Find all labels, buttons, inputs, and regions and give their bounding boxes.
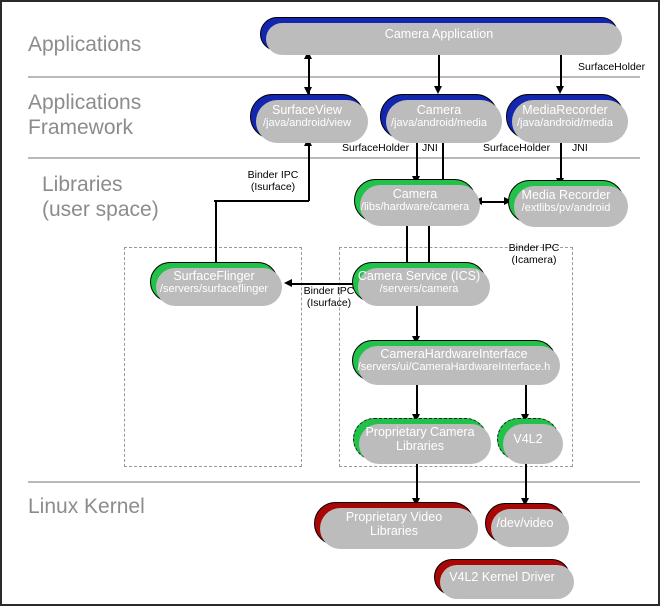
node-camera-service[interactable]: Camera Service (ICS) /servers/camera (352, 262, 490, 306)
edge-label-jni-mediarecorder: JNI (572, 142, 588, 154)
node-camera-application-title: Camera Application (384, 27, 494, 41)
node-camera-hal-lib[interactable]: Camera /libs/hardware/camera (354, 179, 480, 226)
node-media-recorder-lib-title: Media Recorder (521, 188, 611, 202)
node-proprietary-camera-libraries[interactable]: Proprietary Camera Libraries (353, 418, 491, 464)
edge-label-binder-ipc-icamera: Binder IPC (Icamera) (508, 242, 560, 266)
node-v4l2-kernel-driver[interactable]: V4L2 Kernel Driver (434, 559, 574, 599)
arrowhead-down-app-camera-java (434, 86, 442, 94)
node-mediarecorder-java-subtitle: /java/android/media (516, 117, 613, 129)
divider-applications-framework (28, 76, 640, 78)
connector-mediarecorder-jni (560, 139, 562, 181)
node-proprietary-video-libraries-title: Proprietary Video Libraries (345, 509, 443, 538)
node-camera-application[interactable]: Camera Application (260, 17, 622, 55)
connector-jni-camera-java (442, 139, 444, 179)
connector-service-to-surfaceflinger (291, 283, 353, 285)
node-camera-java[interactable]: Camera /java/android/media (380, 94, 502, 143)
node-mediarecorder-java[interactable]: MediaRecorder /java/android/media (506, 94, 628, 143)
edge-label-surfaceholder-app: SurfaceHolder (578, 61, 646, 73)
node-surfaceflinger-subtitle: /servers/surfaceflinger (159, 282, 269, 295)
band-label-libraries: Libraries (user space) (42, 173, 159, 221)
connector-v4l2-to-dev-video (525, 458, 527, 502)
node-surfaceview-subtitle: /java/android/view (262, 117, 352, 129)
node-surfaceview-title: SurfaceView (272, 103, 342, 117)
band-label-linux-kernel: Linux Kernel (28, 495, 145, 518)
node-media-recorder-lib-subtitle: /extlibs/pv/android (521, 202, 611, 214)
node-camera-java-title: Camera (416, 103, 462, 117)
node-camera-java-subtitle: /java/android/media (390, 117, 487, 129)
group-box-surfaceflinger (124, 247, 302, 467)
divider-libraries-kernel (28, 481, 640, 483)
connector-surfaceview-down (308, 144, 310, 201)
node-proprietary-video-libraries[interactable]: Proprietary Video Libraries (314, 502, 478, 549)
node-v4l2-title: V4L2 (513, 432, 543, 446)
connector-service-to-hal (416, 300, 418, 340)
arrowhead-down-app-mediarecorder (556, 86, 564, 94)
node-dev-video-title: /dev/video (496, 516, 554, 530)
connector-surfaceholder-camera-java (416, 139, 418, 179)
node-dev-video[interactable]: /dev/video (485, 503, 569, 547)
node-camera-hardware-interface-title: CameraHardwareInterface (380, 347, 528, 361)
connector-proprietary-camera-to-video (416, 458, 418, 502)
group-box-camera-stack (339, 247, 573, 467)
arrowhead-down-dev-video (521, 498, 529, 506)
connector-camera-service-to-lib (428, 221, 430, 267)
node-mediarecorder-java-title: MediaRecorder (522, 103, 608, 117)
connector-app-camera-java (438, 50, 440, 88)
connector-isurface-down-to-surfaceflinger (215, 201, 217, 269)
node-camera-service-subtitle: /servers/camera (379, 282, 459, 295)
node-surfaceview[interactable]: SurfaceView /java/android/view (250, 94, 368, 143)
node-proprietary-camera-libraries-title: Proprietary Camera Libraries (365, 425, 475, 453)
connector-camera-mediarecorder-lib (480, 201, 510, 203)
divider-framework-libraries (28, 157, 640, 159)
arrowhead-down-app-surfaceview (304, 87, 312, 95)
node-camera-hardware-interface[interactable]: CameraHardwareInterface /servers/ui/Came… (352, 340, 560, 385)
edge-label-binder-ipc-isurface-top: Binder IPC (Isurface) (247, 169, 299, 193)
connector-app-mediarecorder (560, 50, 562, 88)
connector-app-surfaceview (308, 58, 310, 94)
node-v4l2-kernel-driver-title: V4L2 Kernel Driver (449, 570, 555, 584)
edge-label-surfaceholder-camera: SurfaceHolder (342, 142, 410, 154)
node-camera-hal-lib-subtitle: /libs/hardware/camera (360, 201, 470, 213)
node-surfaceflinger-title: SurfaceFlinger (173, 268, 255, 283)
connector-hal-to-v4l2 (525, 380, 527, 418)
edge-label-surfaceholder-mediarecorder: SurfaceHolder (483, 142, 551, 154)
node-surfaceflinger[interactable]: SurfaceFlinger /servers/surfaceflinger (150, 262, 282, 306)
connector-isurface-horizontal (214, 200, 309, 202)
node-camera-hal-lib-title: Camera (392, 187, 438, 201)
connector-camera-lib-to-service (406, 221, 408, 267)
node-media-recorder-lib[interactable]: Media Recorder /extlibs/pv/android (508, 180, 628, 227)
node-camera-hardware-interface-subtitle: /servers/ui/CameraHardwareInterface.h (357, 361, 551, 373)
band-label-applications: Applications (28, 33, 142, 56)
connector-hal-to-proprietary-camera (416, 380, 418, 418)
edge-label-binder-ipc-isurface-service: Binder IPC (Isurface) (303, 285, 355, 309)
node-v4l2[interactable]: V4L2 (497, 418, 563, 464)
arrowhead-left-surfaceflinger (284, 279, 292, 287)
band-label-applications-framework: Applications Framework (28, 91, 142, 139)
edge-label-jni-camera: JNI (422, 142, 438, 154)
node-camera-service-title: Camera Service (ICS) (357, 268, 481, 283)
arrowhead-up-app-surfaceview (304, 51, 312, 59)
